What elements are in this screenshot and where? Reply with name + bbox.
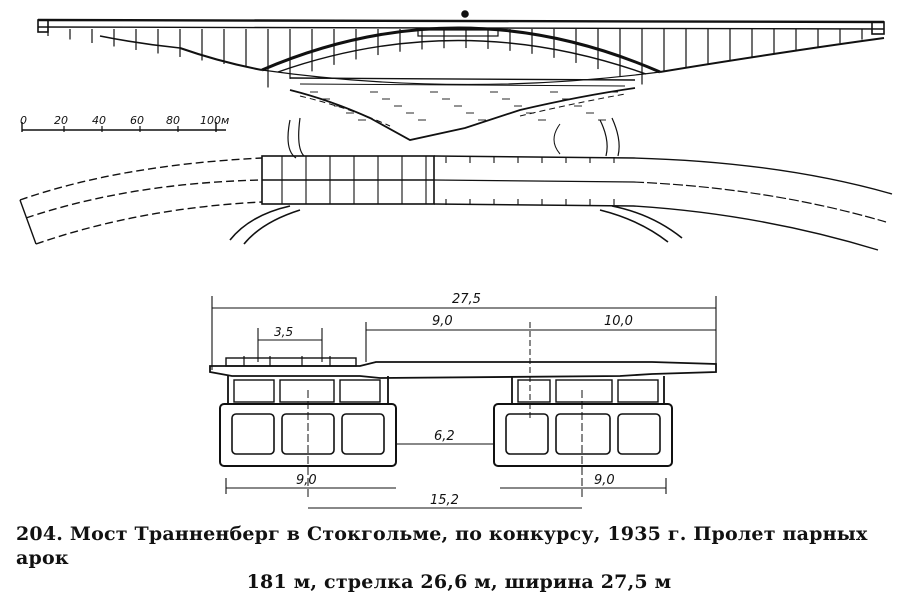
bridge-plan [19, 117, 893, 251]
bridge-drawing: 0 20 40 60 80 100м [19, 10, 893, 509]
scale-tick-60: 60 [130, 114, 144, 127]
dim-left-span: 9,0 [432, 314, 453, 329]
plan-deck-panels [281, 156, 615, 205]
figure-caption: 204. Мост Транненберг в Стокгольме, по к… [10, 522, 908, 594]
dim-base-left: 9,0 [296, 473, 317, 488]
dim-girder-axes: 15,2 [430, 493, 459, 508]
scale-tick-80: 80 [166, 114, 180, 127]
caption-line-1: 204. Мост Транненберг в Стокгольме, по к… [16, 523, 868, 569]
dim-base-right: 9,0 [594, 473, 615, 488]
dim-total-width: 27,5 [452, 292, 481, 307]
scale-tick-0: 0 [20, 114, 27, 127]
dim-right-span: 10,0 [604, 314, 633, 329]
dim-girder-gap: 6,2 [434, 429, 455, 444]
dim-lane-width: 3,5 [274, 325, 293, 339]
cross-section [209, 296, 717, 509]
scale-tick-40: 40 [92, 114, 106, 127]
scale-tick-20: 20 [54, 114, 68, 127]
scale-tick-100m: 100м [200, 114, 229, 127]
water-hatching [310, 91, 618, 121]
spandrel-columns [47, 29, 863, 88]
scale-bar: 0 20 40 60 80 100м [20, 114, 229, 132]
bridge-elevation [37, 10, 885, 141]
